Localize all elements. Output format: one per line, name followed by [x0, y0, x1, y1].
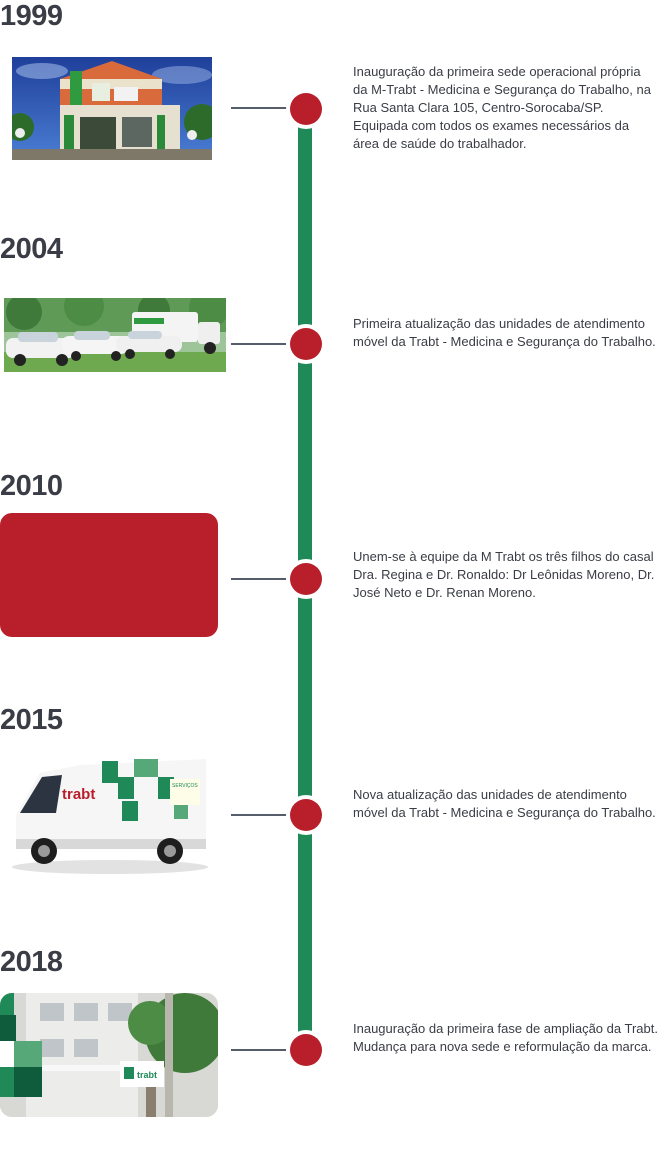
- timeline-dot-2010: [290, 563, 322, 595]
- photo-placeholder-2010: [0, 513, 218, 637]
- description-1999: Inauguração da primeira sede operacional…: [353, 64, 651, 151]
- van-brand-text: trabt: [62, 786, 95, 803]
- year-2018: 2018: [0, 946, 63, 978]
- timeline-dot-2015: [290, 799, 322, 831]
- timeline-dot-2004: [290, 328, 322, 360]
- description-2004: Primeira atualização das unidades de ate…: [353, 316, 656, 349]
- photo-van-2015: trabt SERVIÇOS: [10, 755, 210, 875]
- description-2018: Inauguração da primeira fase de ampliaçã…: [353, 1021, 658, 1054]
- year-2004: 2004: [0, 233, 63, 265]
- year-1999: 1999: [0, 0, 63, 32]
- connector-2004: [231, 343, 293, 345]
- van-side-label: SERVIÇOS: [172, 783, 198, 789]
- year-2015: 2015: [0, 704, 63, 736]
- photo-new-headquarters-2018: trabt: [0, 993, 218, 1117]
- connector-2010: [231, 578, 293, 580]
- year-2010: 2010: [0, 470, 63, 502]
- photo-first-headquarters: [12, 57, 212, 160]
- photo-mobile-units-2004: [4, 298, 226, 372]
- connector-2018: [231, 1049, 293, 1051]
- connector-2015: [231, 814, 293, 816]
- timeline-dot-2018: [290, 1034, 322, 1066]
- sign-brand-text: trabt: [137, 1070, 157, 1080]
- timeline-dot-1999: [290, 93, 322, 125]
- description-2015: Nova atualização das unidades de atendim…: [353, 787, 656, 820]
- connector-1999: [231, 107, 293, 109]
- description-2010: Unem-se à equipe da M Trabt os três filh…: [353, 549, 655, 600]
